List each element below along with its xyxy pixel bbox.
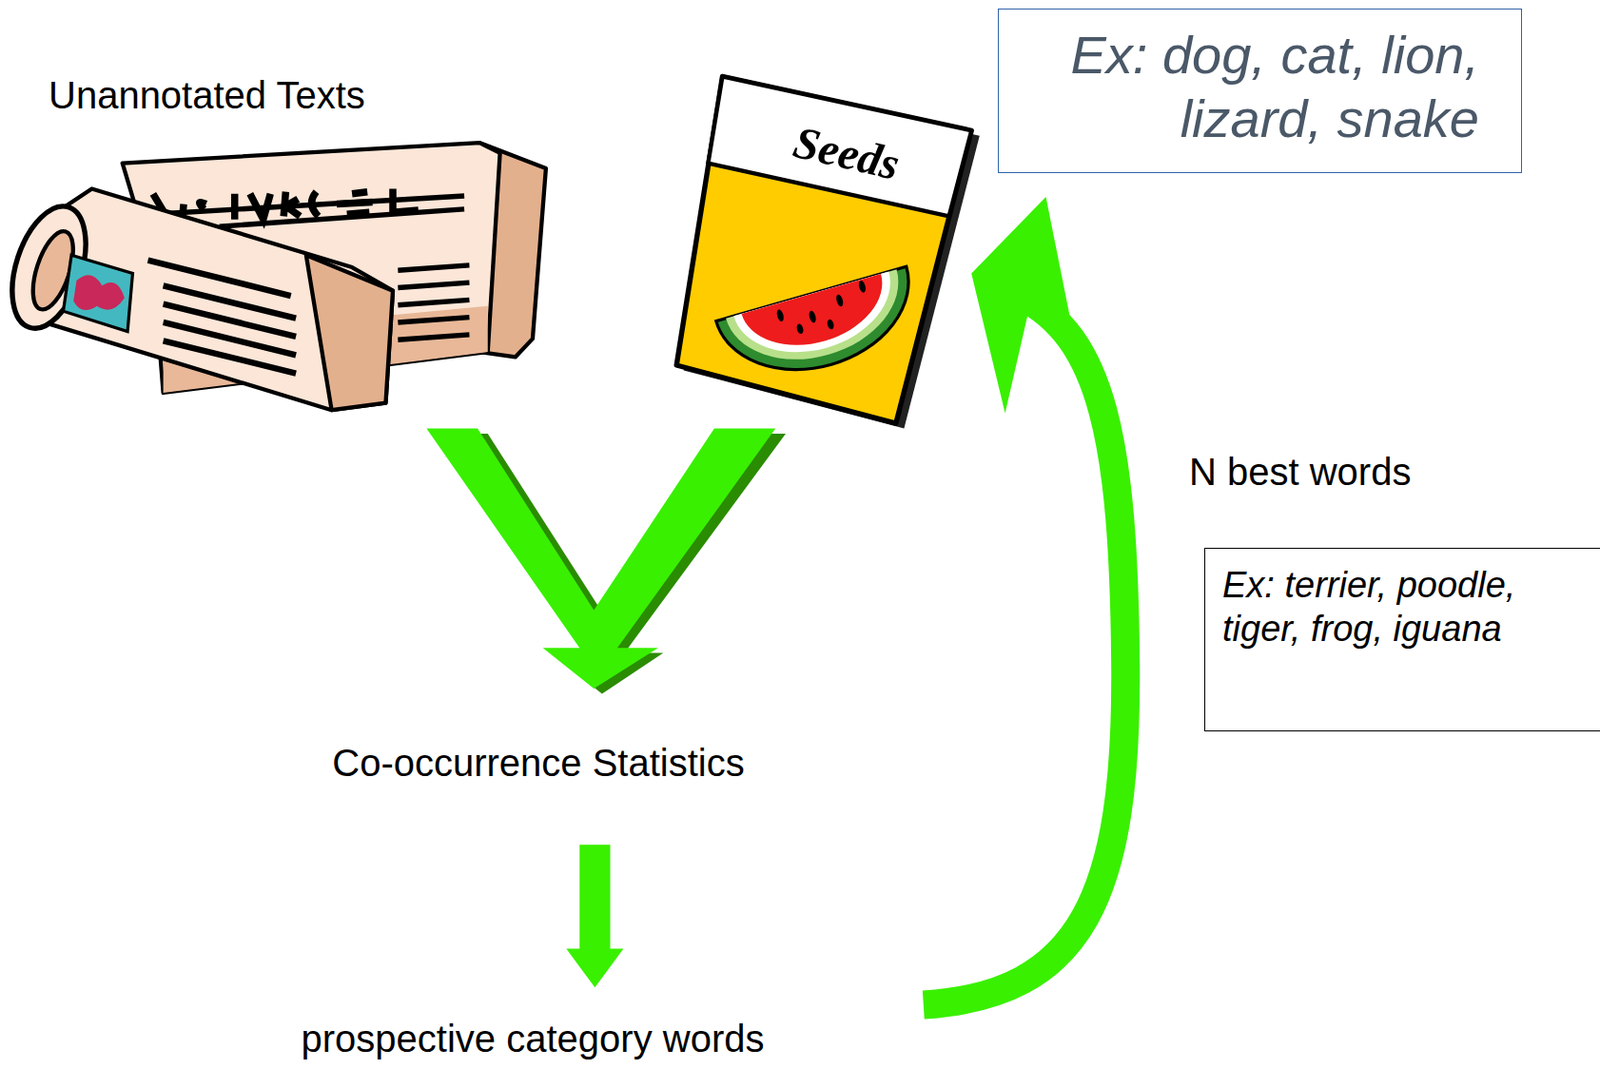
input-label: Unannotated Texts — [48, 72, 366, 118]
statistics-label: Co-occurrence Statistics — [331, 740, 744, 786]
merge-arrow — [426, 429, 786, 695]
feedback-label: N best words — [1189, 448, 1411, 495]
newspaper-icon — [0, 142, 547, 410]
output-label: prospective category words — [301, 1015, 765, 1062]
seed-example-box: Ex: dog, cat, lion, lizard, snake — [997, 8, 1522, 174]
example-text: Ex: terrier, poodle, tiger, frog, iguana — [1222, 564, 1556, 651]
result-example-box: Ex: terrier, poodle, tiger, frog, iguana — [1204, 547, 1600, 732]
feedback-arrow — [923, 196, 1126, 1006]
down-arrow — [565, 844, 624, 988]
example-text: Ex: dog, cat, lion, lizard, snake — [1015, 22, 1480, 151]
seed-packet-icon — [676, 76, 980, 429]
